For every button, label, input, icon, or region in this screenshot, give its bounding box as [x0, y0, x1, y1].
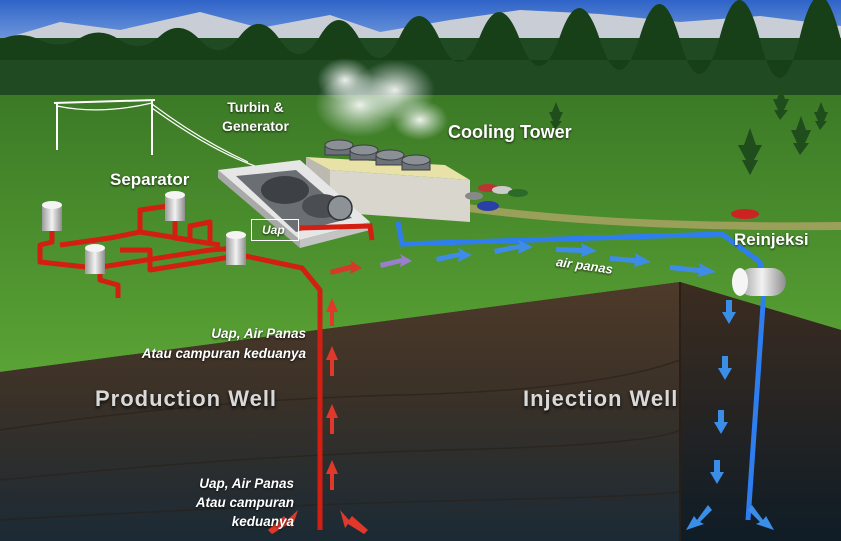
- separator-label: Separator: [110, 170, 190, 189]
- mid-note-line-2: Atau campuran keduanya: [141, 346, 306, 361]
- reinjeksi-label: Reinjeksi: [734, 230, 809, 249]
- bottom-note: Uap, Air Panas Atau campuran keduanya: [120, 474, 294, 531]
- separator-tanks: [42, 191, 246, 274]
- bottom-note-line-2: Atau campuran: [195, 495, 294, 510]
- injection-flow-arrows: [686, 300, 774, 530]
- bottom-note-line-1: Uap, Air Panas: [199, 476, 294, 491]
- uap-label-box: [251, 219, 299, 241]
- power-lines: [53, 99, 256, 167]
- cooling-tower-label: Cooling Tower: [448, 122, 572, 142]
- grass-field: [0, 95, 841, 372]
- turbin-line-2: Generator: [222, 118, 289, 134]
- mid-note-line-1: Uap, Air Panas: [211, 326, 306, 341]
- flow-arrows-surface: [330, 240, 716, 277]
- road: [440, 200, 841, 231]
- reinjection-tank: [732, 268, 786, 296]
- mid-note: Uap, Air Panas Atau campuran keduanya: [62, 324, 306, 364]
- trees: [549, 88, 828, 175]
- uap-label: Uap: [262, 223, 285, 237]
- bottom-note-line-3: keduanya: [231, 514, 294, 529]
- production-flow-arrows: [268, 298, 368, 534]
- parked-cars: [465, 184, 759, 219]
- turbin-line-1: Turbin &: [227, 99, 284, 115]
- cold-surface-pipe: [395, 221, 762, 265]
- production-soil: [0, 282, 680, 541]
- turbin-generator-label: Turbin & Generator: [222, 98, 289, 136]
- steam-plume: [315, 58, 448, 140]
- injection-well-label: Injection Well: [523, 386, 679, 411]
- production-well-label: Production Well: [95, 386, 278, 411]
